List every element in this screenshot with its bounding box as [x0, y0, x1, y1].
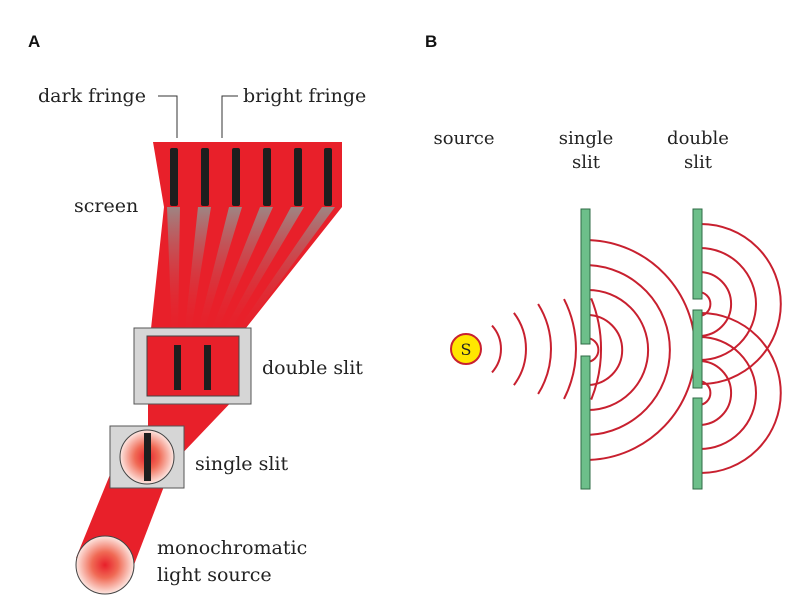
double-slit-barrier-top	[692, 208, 703, 300]
source-wavefront	[590, 298, 602, 400]
label-double-slit-b-line2: slit	[684, 152, 713, 173]
single-slit-wavefront	[587, 314, 624, 386]
label-single-slit-a: single slit	[195, 453, 288, 475]
label-light-source-line1: monochromatic	[157, 537, 307, 559]
double-slit-wavefront-lower	[699, 336, 757, 450]
bright-fringe-leader	[221, 95, 238, 138]
single-slit-barrier-top	[580, 208, 591, 345]
double-slit-wavefront-upper	[699, 271, 733, 337]
wave-source-symbol: S	[461, 340, 472, 359]
label-source: source	[433, 128, 494, 149]
label-dark-fringe: dark fringe	[38, 85, 146, 107]
double-slit-wavefront-lower	[699, 360, 733, 426]
label-double-slit-b-line1: double	[667, 128, 729, 149]
single-slit-wavefront	[586, 337, 600, 363]
double-slit-wavefront-upper	[699, 247, 757, 361]
single-slit-opening	[144, 433, 151, 481]
double-slit-plate	[146, 335, 240, 397]
label-screen: screen	[74, 195, 138, 217]
double-slit-opening-1	[174, 345, 181, 390]
wavefronts	[491, 223, 782, 474]
double-slit-wavefront-lower	[700, 312, 782, 474]
double-slit-wavefront-upper	[698, 291, 712, 317]
wave-source-s	[450, 333, 482, 365]
single-slit-wavefront	[589, 239, 697, 461]
label-single-slit-b-line1: single	[559, 128, 614, 149]
label-double-slit-a: double slit	[262, 357, 363, 379]
single-slit-wavefront	[588, 289, 650, 411]
source-wavefront	[513, 312, 527, 386]
double-slit-barrier-bottom	[692, 397, 703, 490]
fringe-streaks	[167, 207, 335, 338]
panel-b-letter: B	[425, 32, 437, 51]
double-slit-opening-2	[204, 345, 211, 390]
panel-a: A	[28, 32, 366, 595]
double-slit-wavefront-lower	[698, 380, 712, 406]
source-wavefront	[563, 298, 577, 400]
source-wavefront	[491, 324, 502, 374]
dark-fringe-leader	[158, 95, 178, 138]
single-slit-wavefront	[588, 264, 671, 436]
source-wavefront	[537, 303, 552, 395]
single-slit-barrier-bottom	[580, 355, 591, 490]
light-source-disc	[75, 535, 135, 595]
label-single-slit-b-line2: slit	[572, 152, 601, 173]
dark-fringes	[170, 148, 332, 206]
label-bright-fringe: bright fringe	[243, 85, 366, 107]
double-slit-wavefront-upper	[700, 223, 782, 385]
panel-a-letter: A	[28, 32, 40, 51]
panel-b: B source single slit double slit S	[425, 32, 782, 490]
double-slit-barrier-middle	[692, 309, 703, 389]
label-light-source-line2: light source	[157, 564, 272, 586]
